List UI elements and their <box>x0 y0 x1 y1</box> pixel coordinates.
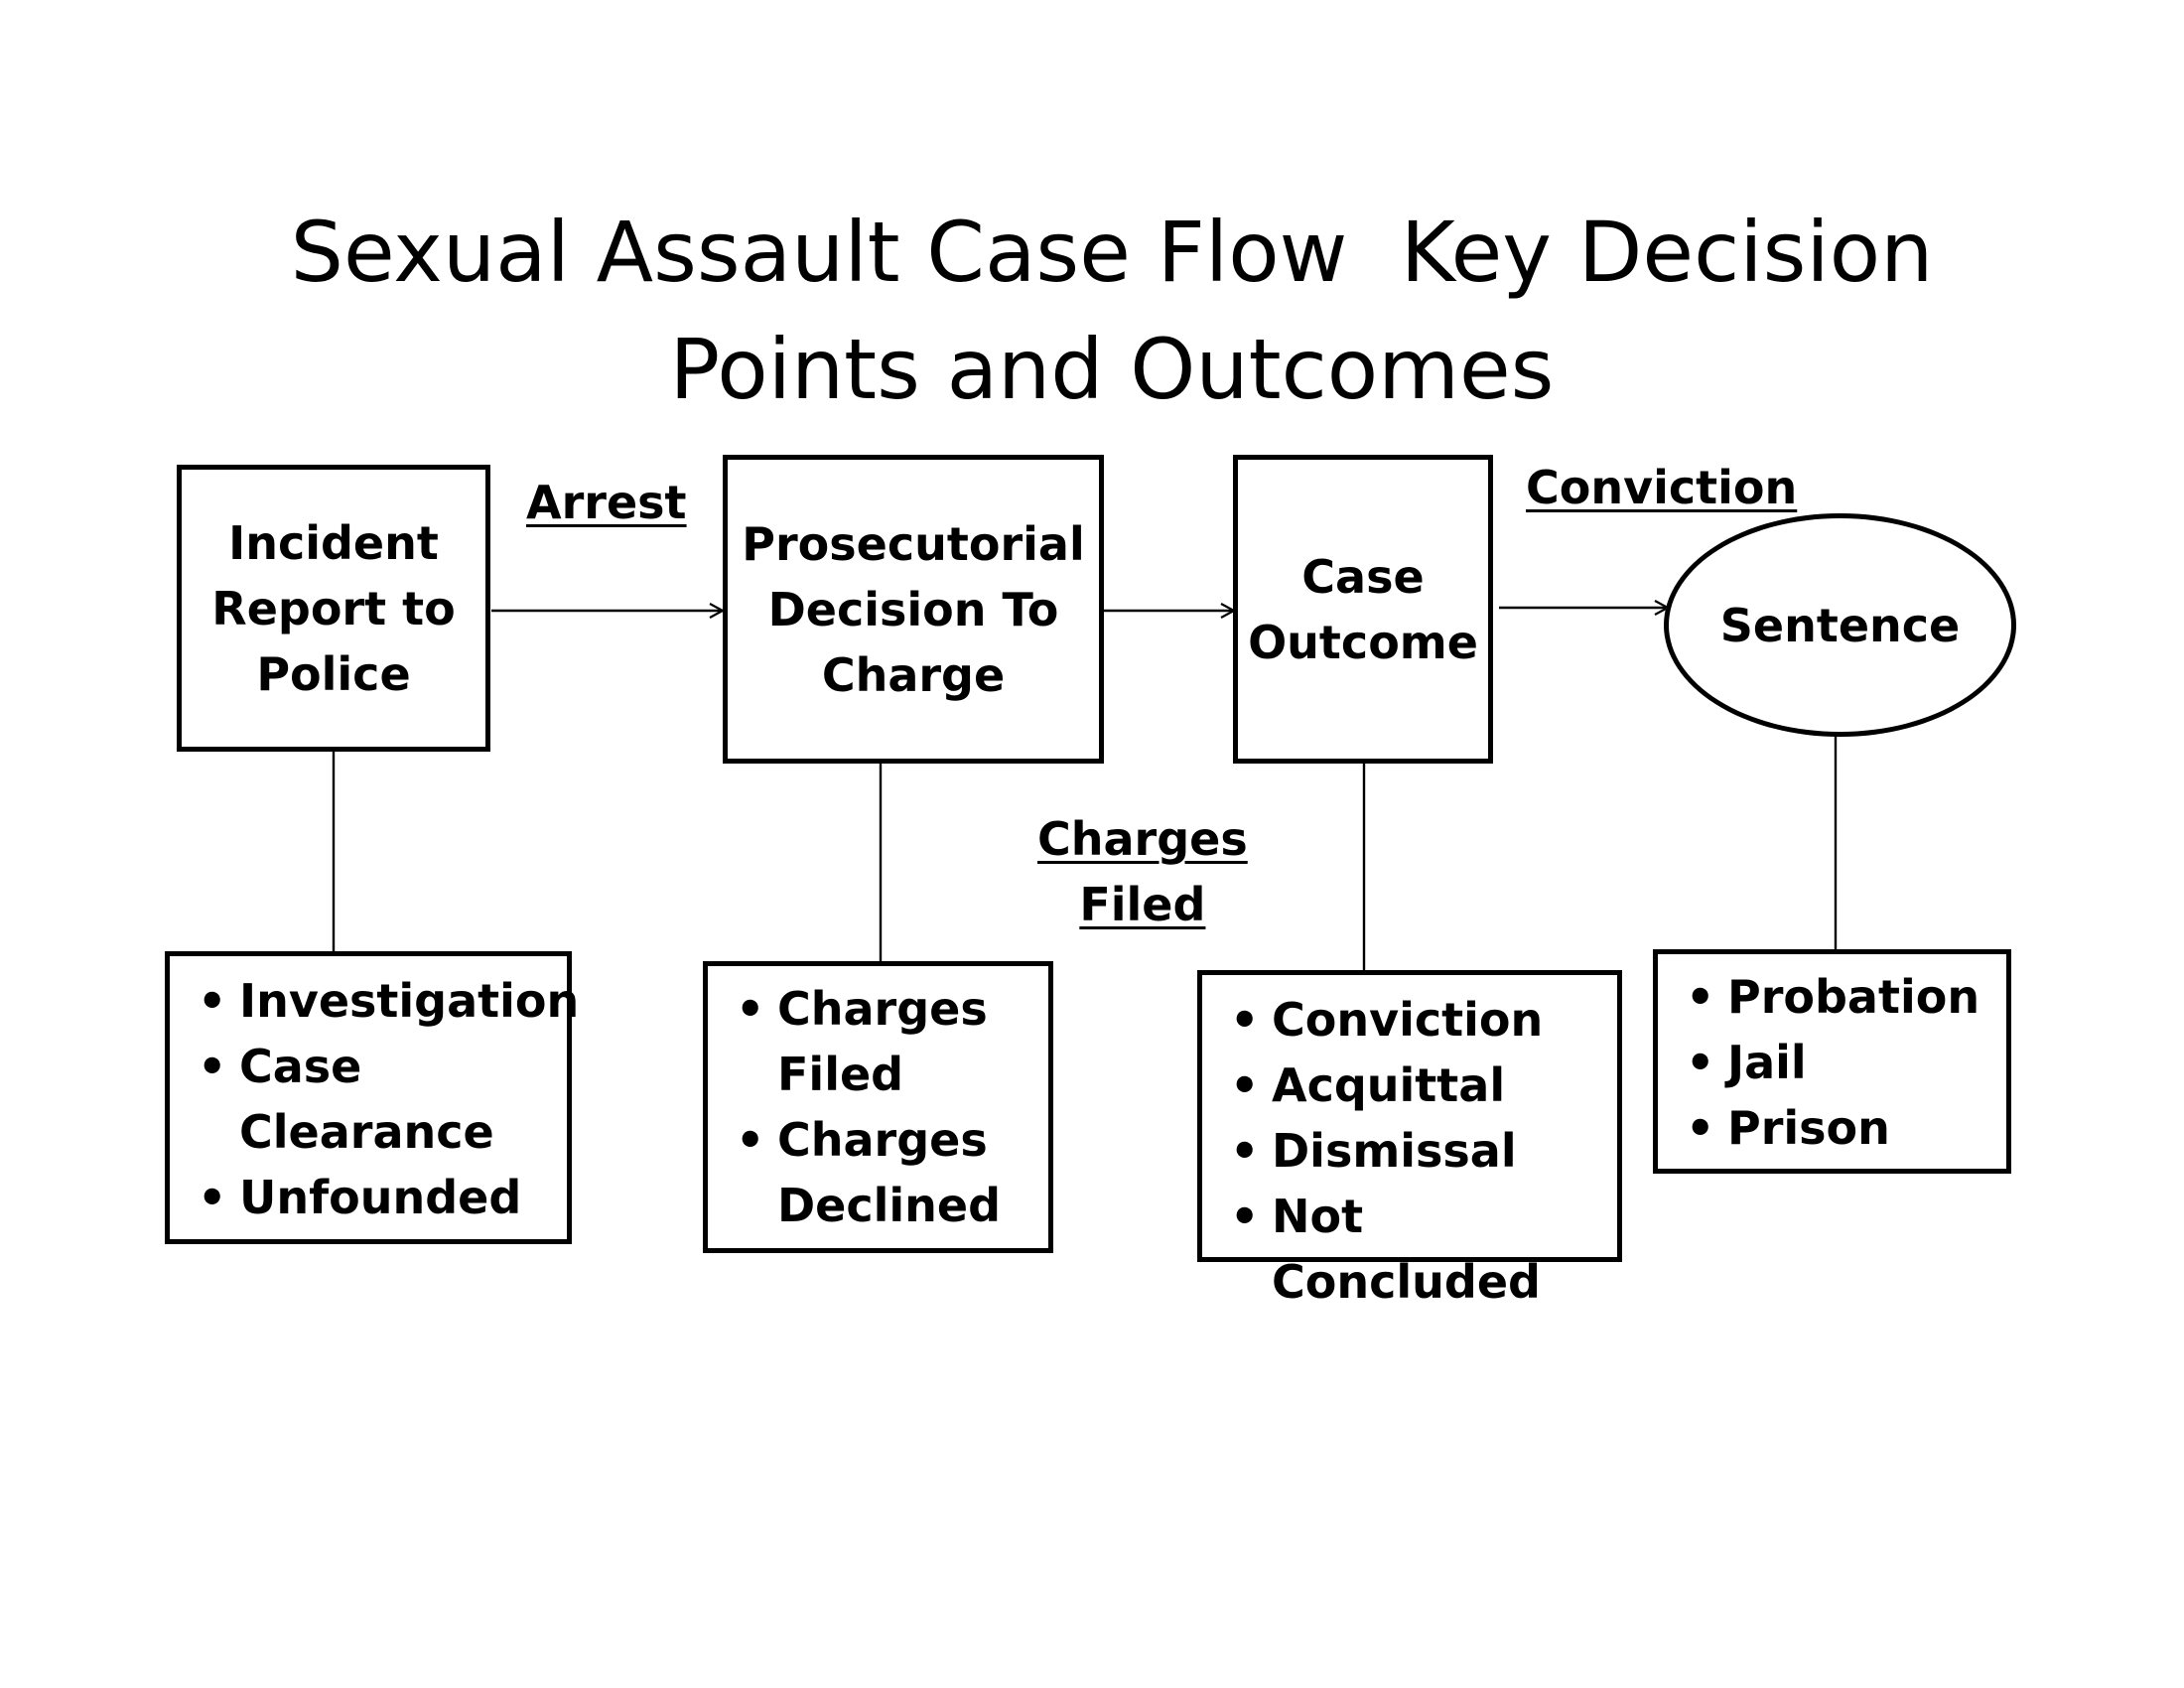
list-item: Prison <box>1670 1095 1996 1161</box>
outcomes-incident-list: Investigation Case Clearance Unfounded <box>182 968 579 1230</box>
list-item: Conviction <box>1214 987 1607 1053</box>
list-item: Charges Declined <box>720 1107 1038 1238</box>
list-item: Dismissal <box>1214 1118 1607 1184</box>
outcomes-incident: Investigation Case Clearance Unfounded <box>165 951 579 1244</box>
outcomes-sentence: Probation Jail Prison <box>1653 949 2011 1174</box>
outcomes-prosecutorial: Charges Filed Charges Declined <box>703 961 1053 1253</box>
outcomes-sentence-list: Probation Jail Prison <box>1670 964 1996 1161</box>
list-item: Investigation <box>182 968 579 1034</box>
list-item: Charges Filed <box>720 976 1038 1107</box>
edge-label-arrest: Arrest <box>526 476 687 529</box>
edge-label-conviction: Conviction <box>1526 461 1798 514</box>
node-incident-report-label: Incident Report to Police <box>211 515 456 701</box>
list-item: Acquittal <box>1214 1053 1607 1118</box>
title-line-2: Points and Outcomes <box>669 321 1555 418</box>
edge-label-charges-filed: Charges Filed <box>1037 812 1248 931</box>
node-prosecutorial-decision-label: Prosecutorial Decision To Charge <box>742 516 1085 702</box>
outcomes-case-outcome: Conviction Acquittal Dismissal Not Concl… <box>1197 970 1622 1309</box>
title-line-1: Sexual Assault Case Flow Key Decision <box>290 204 1934 301</box>
node-incident-report: Incident Report to Police <box>177 465 490 752</box>
node-prosecutorial-decision: Prosecutorial Decision To Charge <box>723 455 1104 764</box>
list-item: Probation <box>1670 964 1996 1030</box>
list-item: Jail <box>1670 1030 1996 1095</box>
outcomes-case-outcome-list: Conviction Acquittal Dismissal Not Concl… <box>1214 987 1607 1315</box>
node-sentence-label: Sentence <box>1719 598 1961 652</box>
list-item: Not Concluded <box>1214 1184 1607 1315</box>
diagram-title: Sexual Assault Case Flow Key Decision Po… <box>0 194 2184 428</box>
node-sentence: Sentence <box>1664 513 2016 737</box>
outcomes-prosecutorial-list: Charges Filed Charges Declined <box>720 976 1038 1238</box>
node-case-outcome: Case Outcome <box>1233 455 1493 764</box>
list-item: Case Clearance <box>182 1034 557 1165</box>
node-case-outcome-label: Case Outcome <box>1248 549 1478 669</box>
list-item: Unfounded <box>182 1165 557 1230</box>
